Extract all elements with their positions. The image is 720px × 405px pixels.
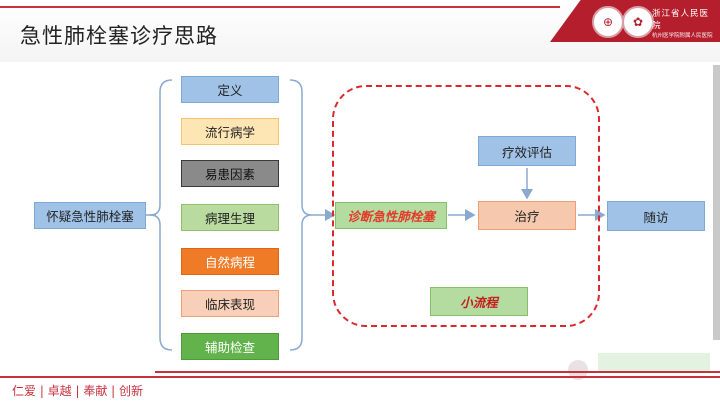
right-bracket — [289, 79, 313, 351]
node-follow-up: 随访 — [607, 201, 705, 231]
node-small-process-label: 小流程 — [460, 295, 498, 310]
node-epidemiology: 流行病学 — [181, 118, 279, 145]
node-natural-history: 自然病程 — [181, 248, 279, 275]
node-efficacy-evaluation-label: 疗效评估 — [501, 144, 552, 160]
node-auxiliary-exam: 辅助检查 — [181, 333, 279, 360]
node-treatment-label: 治疗 — [514, 209, 540, 224]
node-pathophysiology: 病理生理 — [181, 204, 279, 231]
footer-slogan: 仁爱 | 卓越 | 奉献 | 创新 — [12, 384, 144, 398]
footer-line — [0, 376, 720, 378]
node-suspected-pe: 怀疑急性肺栓塞 — [34, 202, 146, 229]
node-definition: 定义 — [181, 76, 279, 103]
node-risk-factors: 易患因素 — [181, 160, 279, 187]
node-efficacy-evaluation: 疗效评估 — [478, 136, 576, 166]
node-suspected-pe-label: 怀疑急性肺栓塞 — [46, 209, 134, 224]
diagnosis-treatment-region — [332, 85, 600, 327]
hospital-subname: 杭州医学院附属人民医院 — [652, 33, 713, 39]
node-follow-up-label: 随访 — [643, 209, 669, 225]
node-clinical-manifestation-label: 临床表现 — [204, 297, 255, 312]
node-pathophysiology-label: 病理生理 — [204, 211, 255, 226]
node-clinical-manifestation: 临床表现 — [181, 290, 279, 317]
node-diagnosis: 诊断急性肺栓塞 — [335, 202, 447, 229]
node-small-process: 小流程 — [430, 287, 528, 316]
node-definition-label: 定义 — [217, 83, 243, 98]
page-title: 急性肺栓塞诊疗思路 — [20, 24, 218, 48]
node-diagnosis-label: 诊断急性肺栓塞 — [347, 209, 435, 224]
side-scroll-edge — [713, 65, 720, 340]
hospital-seal-icon: ✿ — [622, 6, 654, 38]
watermark-block — [598, 353, 710, 371]
watermark-icon — [568, 360, 588, 380]
node-epidemiology-label: 流行病学 — [204, 125, 255, 140]
header-accent-line — [0, 6, 560, 8]
node-risk-factors-label: 易患因素 — [204, 167, 255, 182]
hospital-name: 浙江省人民医院 — [652, 9, 710, 31]
node-auxiliary-exam-label: 辅助检查 — [204, 340, 255, 355]
hospital-logo: 浙江省人民医院 杭州医学院附属人民医院 — [652, 8, 716, 41]
node-natural-history-label: 自然病程 — [204, 255, 255, 270]
node-treatment: 治疗 — [478, 201, 576, 230]
footer-accent-line — [155, 371, 720, 373]
